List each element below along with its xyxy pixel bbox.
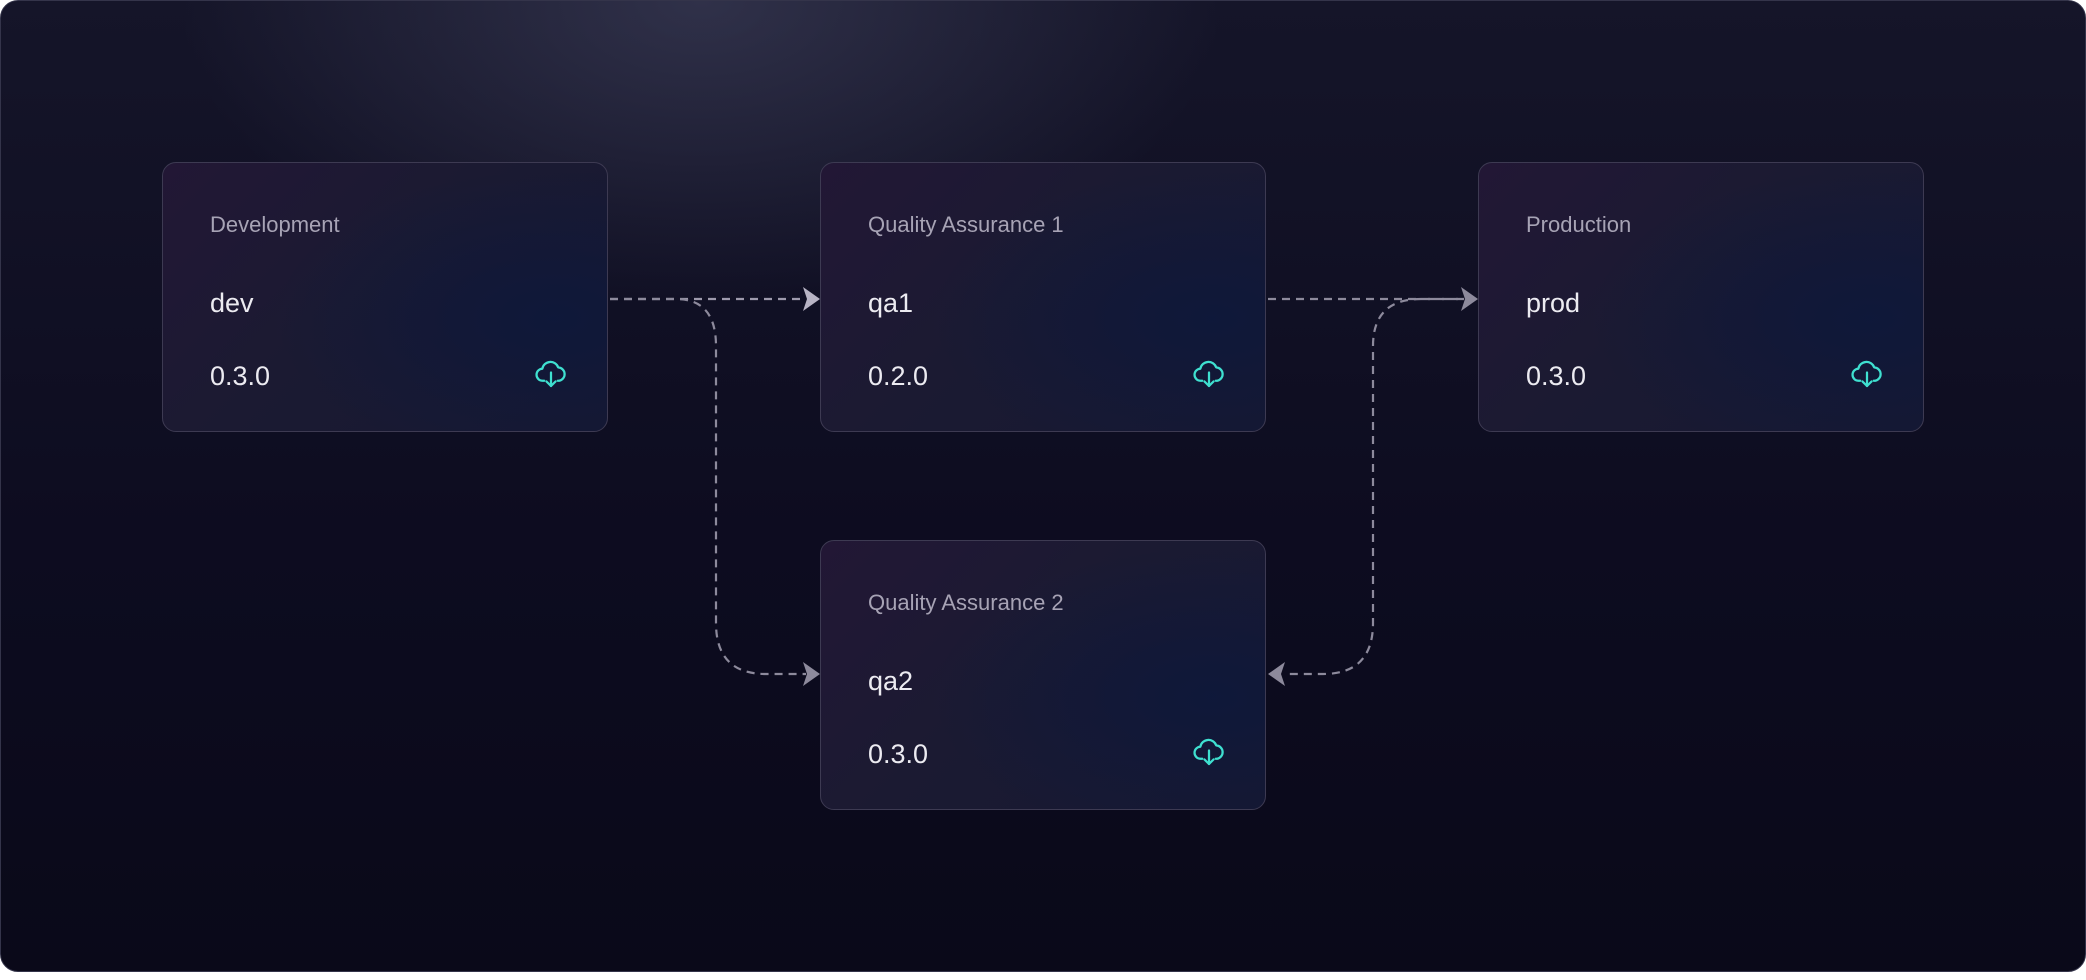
environment-name: Production <box>1526 212 1632 237</box>
environment-card-qa2[interactable]: Quality Assurance 2 qa2 0.3.0 <box>820 540 1266 810</box>
environment-card-production[interactable]: Production prod 0.3.0 <box>1478 162 1924 432</box>
cloud-download-icon[interactable] <box>1191 356 1227 392</box>
environment-slug: prod <box>1526 288 1581 318</box>
environment-slug: qa2 <box>868 666 914 696</box>
edge-dev-qa2 <box>610 297 806 676</box>
arrowhead-prod <box>1461 287 1478 311</box>
cloud-download-icon[interactable] <box>1191 734 1227 770</box>
environment-slug: dev <box>210 288 254 318</box>
arrowhead-qa2-right <box>1268 662 1285 686</box>
environment-version: 0.3.0 <box>210 361 271 391</box>
environment-name: Quality Assurance 1 <box>868 212 1064 237</box>
cloud-download-icon[interactable] <box>533 356 569 392</box>
environment-version: 0.3.0 <box>1526 361 1587 391</box>
environment-name: Quality Assurance 2 <box>868 590 1064 615</box>
environment-name: Development <box>210 212 340 237</box>
environment-version: 0.2.0 <box>868 361 929 391</box>
edge-prod-qa2 <box>1284 297 1464 676</box>
environment-version: 0.3.0 <box>868 739 929 769</box>
arrowhead-qa1 <box>803 287 820 311</box>
cloud-download-icon[interactable] <box>1849 356 1885 392</box>
environment-card-development[interactable]: Development dev 0.3.0 <box>162 162 608 432</box>
environment-card-qa1[interactable]: Quality Assurance 1 qa1 0.2.0 <box>820 162 1266 432</box>
arrowhead-qa2-left <box>803 662 820 686</box>
environment-slug: qa1 <box>868 288 914 318</box>
